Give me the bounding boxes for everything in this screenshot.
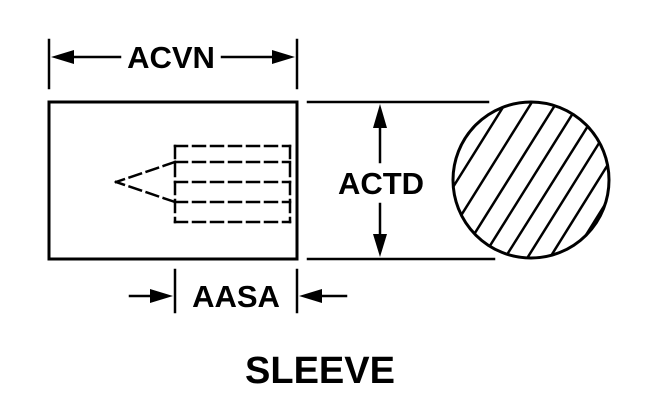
- label-diameter: ACTD: [338, 166, 424, 201]
- diameter-arrow-top: [373, 104, 387, 128]
- label-overall-length: ACVN: [127, 40, 215, 75]
- diameter-arrow-bottom: [373, 234, 387, 257]
- label-bore-depth: AASA: [192, 279, 280, 314]
- diagram-title: SLEEVE: [245, 350, 395, 392]
- bore-arrow-right: [299, 289, 322, 303]
- hidden-bore-lines: [114, 144, 292, 224]
- section-hatching: [453, 102, 609, 258]
- side-view-outline: [47, 100, 299, 261]
- length-arrow-right: [272, 50, 295, 64]
- bore-arrow-left: [150, 289, 173, 303]
- length-arrow-left: [51, 50, 74, 64]
